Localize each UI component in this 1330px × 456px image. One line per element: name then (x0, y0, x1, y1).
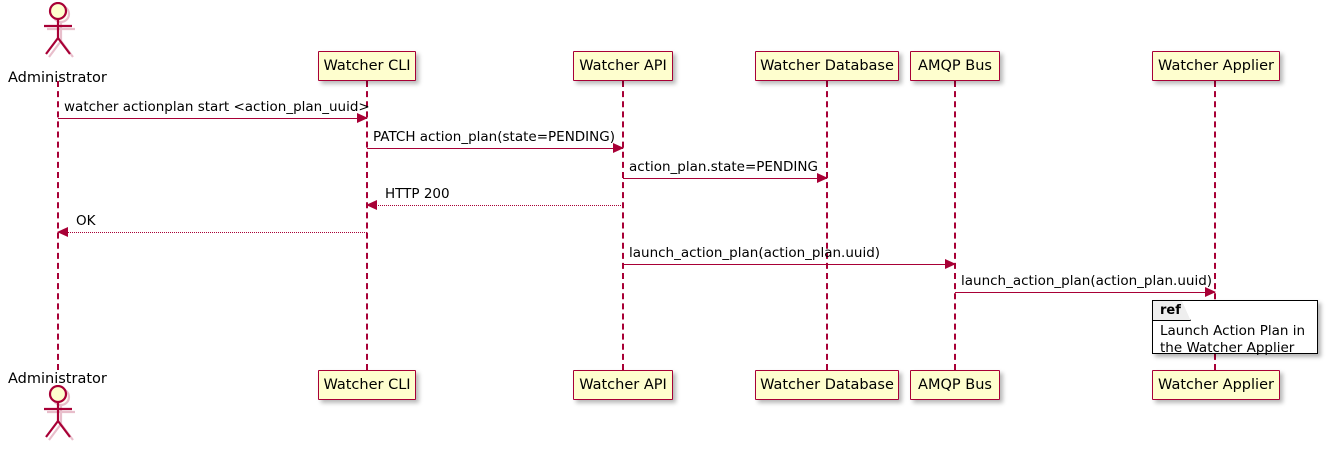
lifeline-watcher-cli (366, 81, 368, 370)
participant-watcher-cli-top[interactable]: Watcher CLI (318, 51, 416, 81)
arrowhead-icon-msg-2 (613, 143, 624, 153)
lifeline-amqp-bus (954, 81, 956, 370)
participant-watcher-database-top[interactable]: Watcher Database (755, 51, 899, 81)
message-label-msg-2: PATCH action_plan(state=PENDING) (373, 129, 615, 145)
lifeline-watcher-api (622, 81, 624, 370)
message-line-msg-2 (367, 148, 623, 149)
lifeline-administrator (57, 81, 59, 370)
participant-label-watcher-applier-bottom: Watcher Applier (1158, 376, 1274, 393)
participant-label-amqp-bus-top: AMQP Bus (918, 57, 992, 74)
ref-fragment-tag: ref (1153, 301, 1191, 321)
actor-administrator-bottom (32, 384, 84, 445)
participant-label-watcher-api-bottom: Watcher API (579, 376, 667, 393)
arrowhead-icon-msg-7 (1205, 287, 1216, 297)
participant-label-watcher-database-bottom: Watcher Database (760, 376, 894, 393)
participant-watcher-api-bottom[interactable]: Watcher API (573, 370, 673, 400)
participant-watcher-applier-top[interactable]: Watcher Applier (1152, 51, 1280, 81)
message-line-msg-1 (58, 118, 367, 119)
message-line-msg-5 (58, 232, 367, 233)
participant-label-administrator-top: Administrator (8, 70, 107, 86)
message-line-msg-4 (367, 205, 623, 206)
arrowhead-icon-msg-5 (57, 227, 68, 237)
ref-fragment-text: Launch Action Plan in the Watcher Applie… (1160, 323, 1306, 357)
participant-amqp-bus-bottom[interactable]: AMQP Bus (910, 370, 1000, 400)
message-label-msg-4: HTTP 200 (385, 186, 450, 202)
message-line-msg-6 (623, 264, 955, 265)
arrowhead-icon-msg-3 (817, 173, 828, 183)
participant-label-watcher-cli-bottom: Watcher CLI (323, 376, 411, 393)
lifeline-watcher-database (826, 81, 828, 370)
actor-administrator-top (32, 1, 84, 62)
participant-label-watcher-api-top: Watcher API (579, 57, 667, 74)
message-line-msg-7 (955, 292, 1215, 293)
message-label-msg-3: action_plan.state=PENDING (629, 159, 818, 175)
participant-label-watcher-applier-top: Watcher Applier (1158, 57, 1274, 74)
participant-watcher-applier-bottom[interactable]: Watcher Applier (1152, 370, 1280, 400)
arrowhead-icon-msg-6 (945, 259, 956, 269)
participant-label-watcher-cli-top: Watcher CLI (323, 57, 411, 74)
participant-watcher-cli-bottom[interactable]: Watcher CLI (318, 370, 416, 400)
participant-label-amqp-bus-bottom: AMQP Bus (918, 376, 992, 393)
participant-watcher-database-bottom[interactable]: Watcher Database (755, 370, 899, 400)
actor-figure-icon (44, 384, 75, 441)
message-label-msg-5: OK (76, 213, 96, 229)
lifeline-watcher-applier (1214, 81, 1216, 370)
arrowhead-icon-msg-1 (357, 113, 368, 123)
arrowhead-icon-msg-4 (366, 200, 377, 210)
participant-watcher-api-top[interactable]: Watcher API (573, 51, 673, 81)
participant-label-administrator-bottom: Administrator (8, 371, 107, 387)
actor-figure-icon (44, 1, 75, 58)
participant-amqp-bus-top[interactable]: AMQP Bus (910, 51, 1000, 81)
participant-label-watcher-database-top: Watcher Database (760, 57, 894, 74)
message-label-msg-7: launch_action_plan(action_plan.uuid) (961, 273, 1213, 289)
message-label-msg-1: watcher actionplan start <action_plan_uu… (64, 99, 370, 115)
message-label-msg-6: launch_action_plan(action_plan.uuid) (629, 245, 881, 261)
message-line-msg-3 (623, 178, 827, 179)
